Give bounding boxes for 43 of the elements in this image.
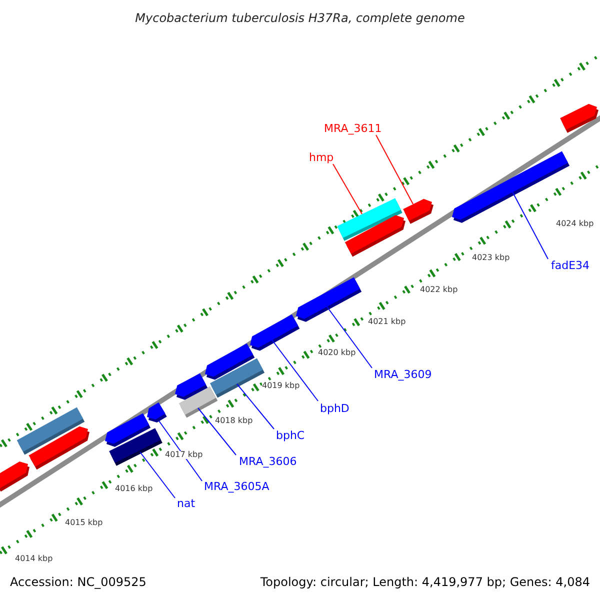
leader-line [324,304,372,368]
gene-label: MRA_3606 [239,456,297,467]
gene-block [560,104,598,133]
leader-line [332,164,362,214]
gene-label: fadE34 [551,260,590,271]
scale-label: 4019 kbp [262,382,300,390]
title: Mycobacterium tuberculosis H37Ra, complete genome [134,11,466,25]
gene-label: MRA_3605A [204,481,270,492]
footer-text: Accession: NC_009525 [10,576,146,588]
leader-line [512,190,548,260]
scale-label: 4018 kbp [215,417,253,425]
scale-label: 4021 kbp [368,318,406,326]
gene-block [147,402,167,422]
gene-block [250,314,300,351]
gene-label: hmp [309,152,334,163]
scale-label: 4016 kbp [115,485,153,493]
gene-block [28,426,90,470]
footer-text: Topology: circular; Length: 4,419,977 bp; Genes: 4,084 [260,576,590,588]
gene-block [105,413,151,447]
gene-label: bphD [320,403,350,414]
leader-line [140,452,176,498]
leader-line [272,340,318,402]
gene-block [175,373,208,400]
scale-label: 4023 kbp [472,254,510,262]
leader-line [158,420,202,482]
gene-label: bphC [276,430,305,441]
leader-line [236,384,274,430]
gene-block [296,277,362,322]
scale-label: 4015 kbp [65,519,103,527]
gene-block [0,461,30,492]
gene-block [403,198,434,224]
leader-line [198,408,236,456]
gene-label: nat [177,498,196,509]
gene-label: MRA_3609 [374,369,432,380]
scale-label: 4014 kbp [15,555,53,563]
scale-label: 4024 kbp [556,220,594,228]
gene-block [205,343,255,380]
leader-line [376,134,414,204]
scale-label: 4020 kbp [318,349,356,357]
scale-label: 4022 kbp [420,286,458,294]
scale-label: 4017 kbp [165,451,203,459]
gene-label: MRA_3611 [324,123,382,134]
gene-block [344,215,406,257]
